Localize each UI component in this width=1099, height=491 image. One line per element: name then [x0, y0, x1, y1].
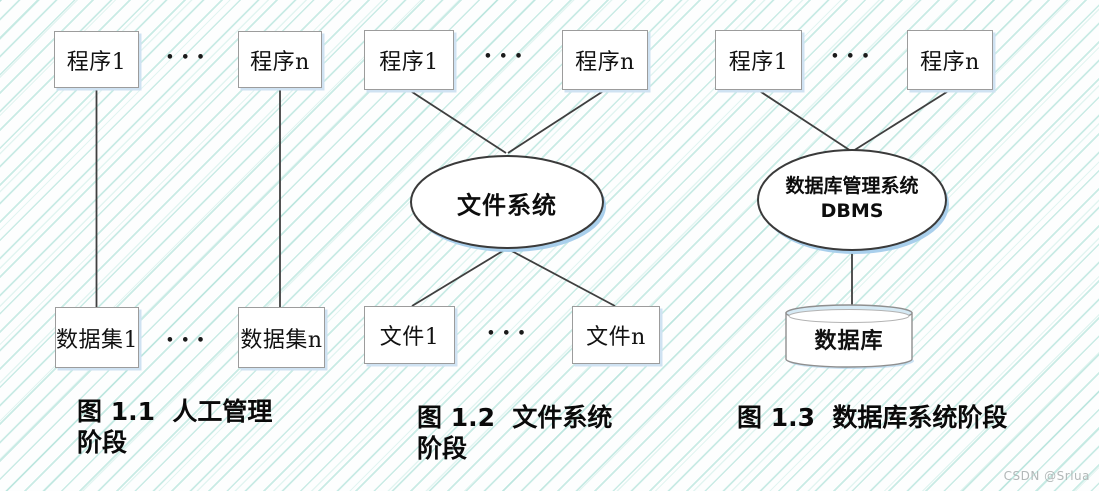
box-program-n: 程序n — [907, 30, 993, 90]
box-dataset-1: 数据集1 — [55, 307, 139, 368]
box-label: 程序1 — [728, 50, 789, 75]
connector-line — [757, 89, 852, 152]
ellipsis-dots: ••• — [483, 49, 530, 65]
box-program-n: 程序n — [238, 31, 322, 88]
ellipsis-dots: ••• — [165, 50, 212, 66]
figure-caption-1-1: 图 1.1 人工管理阶段 — [77, 397, 273, 457]
connector-line — [507, 89, 606, 154]
figure-caption-1-2: 图 1.2 文件系统阶段 — [417, 403, 613, 463]
box-label: 数据集1 — [56, 327, 138, 353]
box-dataset-n: 数据集n — [238, 307, 325, 368]
ellipsis-dots: ••• — [830, 49, 877, 65]
ellipsis-dots: ••• — [165, 333, 212, 349]
box-label: 程序n — [920, 50, 980, 75]
ellipsis-dots: ••• — [486, 326, 533, 342]
box-file-n: 文件n — [572, 306, 660, 364]
cylinder-top-rim — [785, 304, 913, 322]
cylinder-top-inner — [788, 309, 910, 323]
box-label: 程序n — [575, 50, 635, 75]
box-label: 文件1 — [379, 325, 440, 350]
figure-caption-1-3: 图 1.3 数据库系统阶段 — [737, 403, 1008, 432]
cylinder-shadow — [788, 353, 914, 369]
box-program-1: 程序1 — [54, 31, 139, 88]
dbms-label-line2: DBMS — [820, 200, 884, 222]
box-program-1: 程序1 — [364, 30, 454, 90]
database-cylinder-label: 数据库 — [814, 328, 884, 354]
connector-line — [411, 248, 507, 307]
box-program-1: 程序1 — [715, 30, 802, 90]
connector-line — [408, 89, 507, 154]
dbms-label-line1: 数据库管理系统 — [785, 175, 919, 197]
dbms-ellipse-label: 数据库管理系统 DBMS — [785, 174, 918, 224]
box-program-n: 程序n — [562, 30, 648, 90]
connector-line — [507, 248, 616, 307]
connector-line — [852, 89, 951, 152]
box-file-1: 文件1 — [364, 306, 455, 364]
file-system-ellipse-label: 文件系统 — [457, 191, 557, 220]
watermark: CSDN @Srlua — [1003, 469, 1090, 483]
box-label: 文件n — [586, 325, 646, 350]
box-label: 程序n — [250, 49, 310, 75]
box-label: 程序1 — [379, 50, 439, 75]
box-label: 程序1 — [66, 49, 127, 75]
box-label: 数据集n — [240, 327, 323, 353]
